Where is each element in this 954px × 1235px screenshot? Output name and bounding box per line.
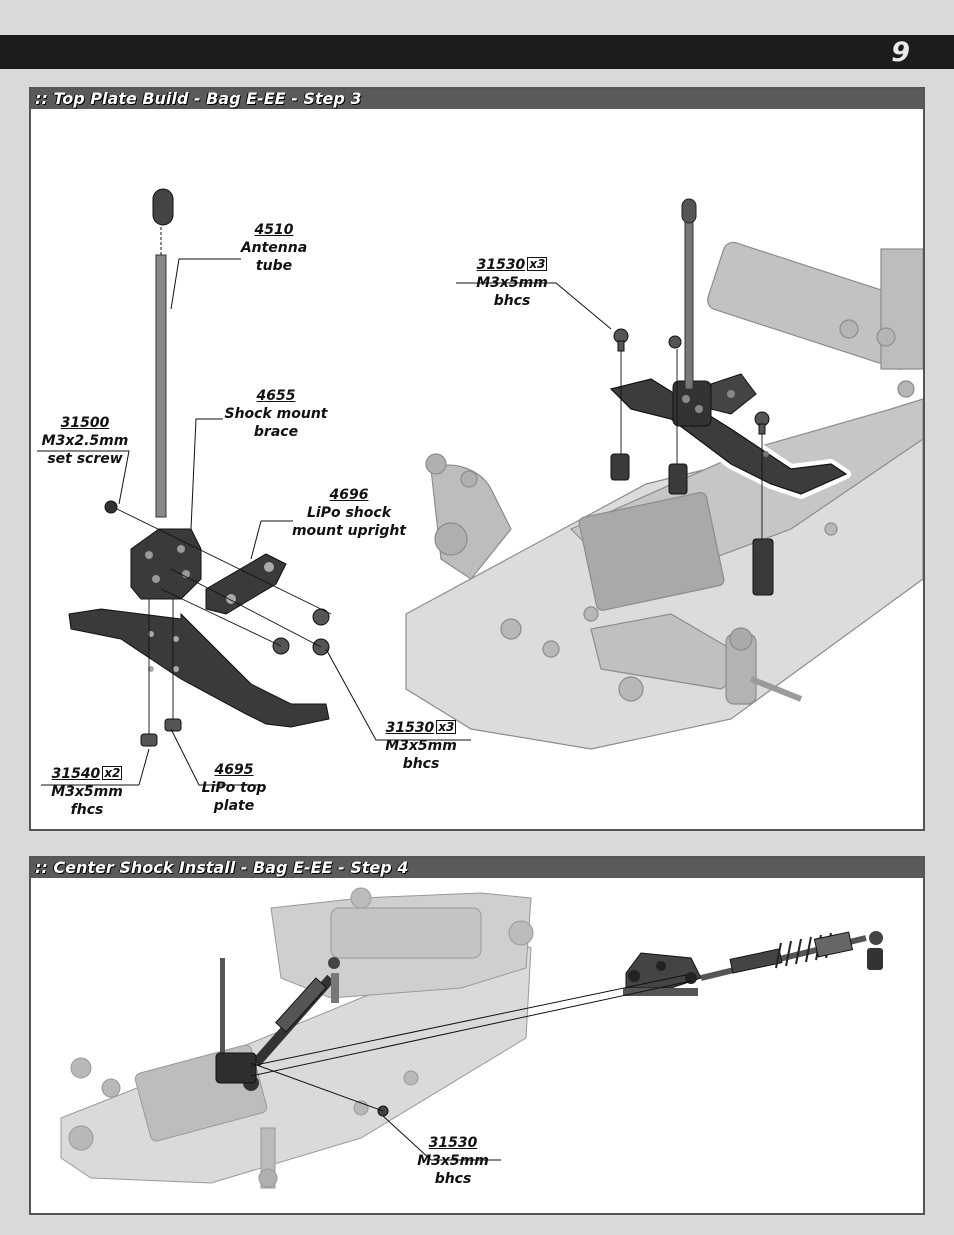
part-number: 31530 <box>476 257 526 273</box>
bhcs-screw-parts <box>272 608 330 656</box>
guide-lines <box>250 974 692 1161</box>
part-number: 31500 <box>60 415 110 431</box>
part-number: 31540 <box>51 766 101 782</box>
part-desc-line2: plate <box>213 798 255 814</box>
shock-detail-inset <box>623 931 883 996</box>
quantity-badge: x3 <box>436 720 457 734</box>
part-desc-line1: M3x5mm <box>385 738 457 754</box>
step4-illustration <box>60 887 883 1189</box>
assembled-top-plate <box>606 373 851 499</box>
shock-mount-brace-part <box>130 528 202 600</box>
chassis-illustration <box>60 887 534 1189</box>
quantity-badge: x2 <box>102 766 123 780</box>
part-number: 4510 <box>254 222 294 238</box>
assembly-guide-lines <box>620 349 763 539</box>
part-number: 31530 <box>428 1135 478 1151</box>
callout-4510-antenna-tube: 4510 Antenna tube <box>231 221 317 275</box>
exploded-guide-lines <box>116 508 332 734</box>
callout-31530-bhcs: 31530 M3x5mm bhcs <box>403 1134 503 1188</box>
center-shock-installed <box>215 957 340 1091</box>
part-desc-line2: set screw <box>47 451 123 467</box>
part-desc-line2: bhcs <box>402 756 440 772</box>
callout-leader-lines <box>37 258 612 786</box>
part-desc-line2: brace <box>253 424 299 440</box>
quantity-badge: x3 <box>527 257 548 271</box>
step4-title: :: Center Shock Install - Bag E-EE - Ste… <box>31 858 923 878</box>
part-desc-line2: mount upright <box>291 523 407 539</box>
part-desc-line1: M3x2.5mm <box>41 433 129 449</box>
page-header-bar: 9 <box>0 35 954 69</box>
part-desc-line1: M3x5mm <box>417 1153 489 1169</box>
part-desc-line1: LiPo shock <box>307 505 391 521</box>
chassis-illustration <box>405 241 923 750</box>
callout-4696-lipo-shock-mount-upright: 4696 LiPo shock mount upright <box>287 486 411 540</box>
lipo-top-plate-part <box>68 608 330 728</box>
fhcs-screw-parts <box>140 718 182 747</box>
part-desc-line1: LiPo top <box>201 780 267 796</box>
part-number: 4696 <box>329 487 369 503</box>
step3-title: :: Top Plate Build - Bag E-EE - Step 3 <box>31 89 923 109</box>
part-desc-line2: bhcs <box>434 1171 472 1187</box>
screw-heads-installed <box>613 328 770 435</box>
lipo-shock-mount-upright-part <box>205 553 287 615</box>
step3-panel: :: Top Plate Build - Bag E-EE - Step 3 <box>29 87 925 831</box>
callout-4655-shock-mount-brace: 4655 Shock mount brace <box>221 387 331 441</box>
part-number: 4655 <box>256 388 296 404</box>
step4-panel: :: Center Shock Install - Bag E-EE - Ste… <box>29 856 925 1215</box>
part-desc-line1: Shock mount <box>224 406 328 422</box>
callout-4695-lipo-top-plate: 4695 LiPo top plate <box>189 761 279 815</box>
standoffs-installed <box>610 453 774 596</box>
part-desc-line2: bhcs <box>493 293 531 309</box>
page-number: 9 <box>891 37 910 68</box>
callout-31500-set-screw: 31500 M3x2.5mm set screw <box>35 414 135 468</box>
antenna-tube-installed <box>681 198 697 390</box>
part-number: 31530 <box>385 720 435 736</box>
set-screw-part <box>104 500 118 514</box>
part-desc-line2: tube <box>255 258 293 274</box>
part-desc-line1: M3x5mm <box>476 275 548 291</box>
part-desc-line1: M3x5mm <box>51 784 123 800</box>
antenna-tube-part <box>152 188 174 518</box>
part-desc-line2: fhcs <box>70 802 104 818</box>
step3-illustration <box>37 188 923 786</box>
part-number: 4695 <box>214 762 254 778</box>
part-desc-line1: Antenna <box>240 240 308 256</box>
